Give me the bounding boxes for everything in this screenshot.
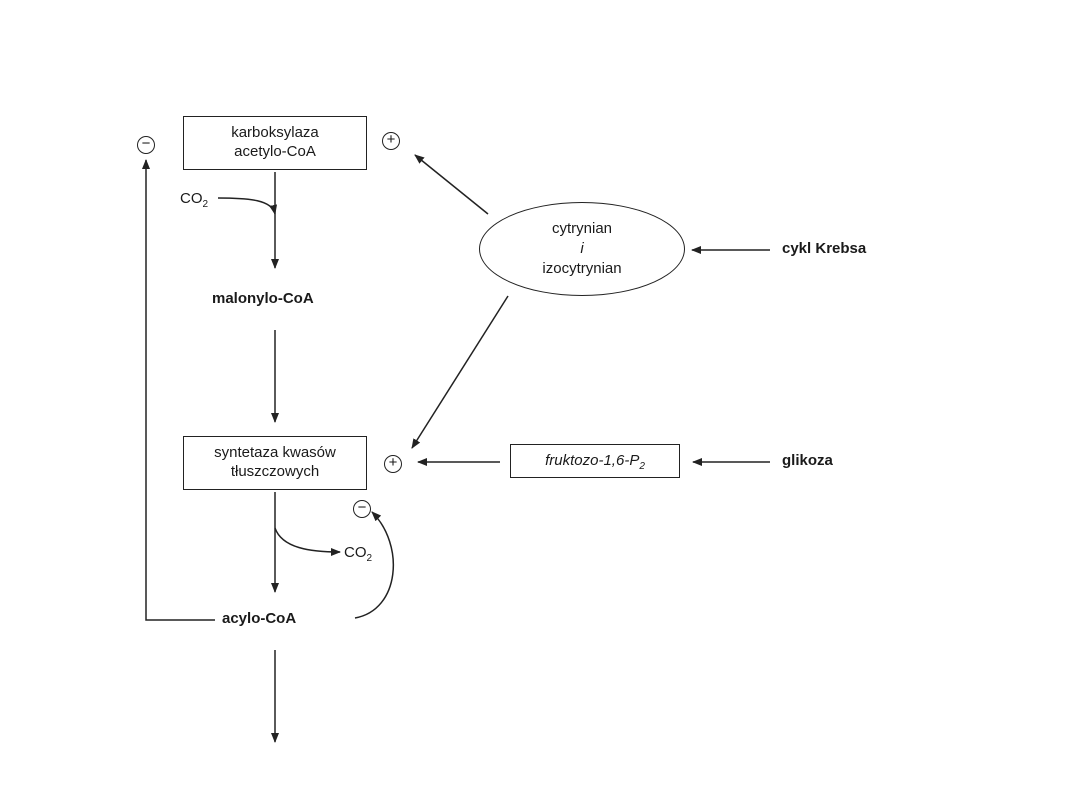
- fatty-acid-synthase-box: syntetaza kwasów tłuszczowych: [183, 436, 367, 490]
- f16bp-p: P: [629, 452, 640, 469]
- arrow-co2-in: [217, 197, 278, 215]
- acetyl-coa-carboxylase-box: karboksylaza acetylo-CoA: [183, 116, 367, 170]
- arrow-citrate-to-fas: [411, 295, 509, 449]
- f16bp-text: fruktozo-1,6-: [545, 452, 630, 469]
- arrow-feedback-fas: [354, 511, 394, 619]
- citrate-line2: i: [580, 240, 584, 257]
- fructose-bisphosphate-box: fruktozo-1,6-P2: [510, 444, 680, 478]
- co2-out-sub: 2: [366, 553, 373, 564]
- arrow-citrate-to-acc: [414, 154, 489, 215]
- acyl-coa-label: acylo-CoA: [222, 610, 297, 627]
- co2-out-label: CO2: [344, 544, 372, 564]
- citrate-isocitrate-node: cytrynian i izocytrynian: [479, 202, 685, 296]
- acc-inhibition-minus-icon: −: [137, 136, 155, 154]
- co2-in-text: CO: [180, 190, 203, 207]
- fas-inhibition-minus-icon: −: [353, 500, 371, 518]
- fas-label-line2: tłuszczowych: [230, 463, 320, 480]
- citrate-line1: cytrynian: [551, 220, 613, 237]
- arrow-co2-out: [274, 527, 341, 556]
- co2-out-text: CO: [344, 544, 367, 561]
- co2-in-sub: 2: [202, 199, 209, 210]
- acc-activation-plus-icon: +: [382, 132, 400, 150]
- co2-in-label: CO2: [180, 190, 208, 210]
- glucose-label: glikoza: [782, 452, 833, 469]
- f16bp-label: fruktozo-1,6-P2: [545, 452, 645, 472]
- fas-activation-plus-icon: +: [384, 455, 402, 473]
- acc-label-line2: acetylo-CoA: [234, 143, 316, 160]
- acc-label-line1: karboksylaza: [231, 124, 319, 141]
- fas-label-line1: syntetaza kwasów: [214, 444, 336, 461]
- krebs-cycle-label: cykl Krebsa: [782, 240, 867, 257]
- citrate-line3: izocytrynian: [542, 260, 622, 277]
- malonyl-coa-label: malonylo-CoA: [212, 290, 314, 307]
- arrow-feedback-acc: [142, 159, 215, 621]
- f16bp-sub: 2: [639, 461, 645, 472]
